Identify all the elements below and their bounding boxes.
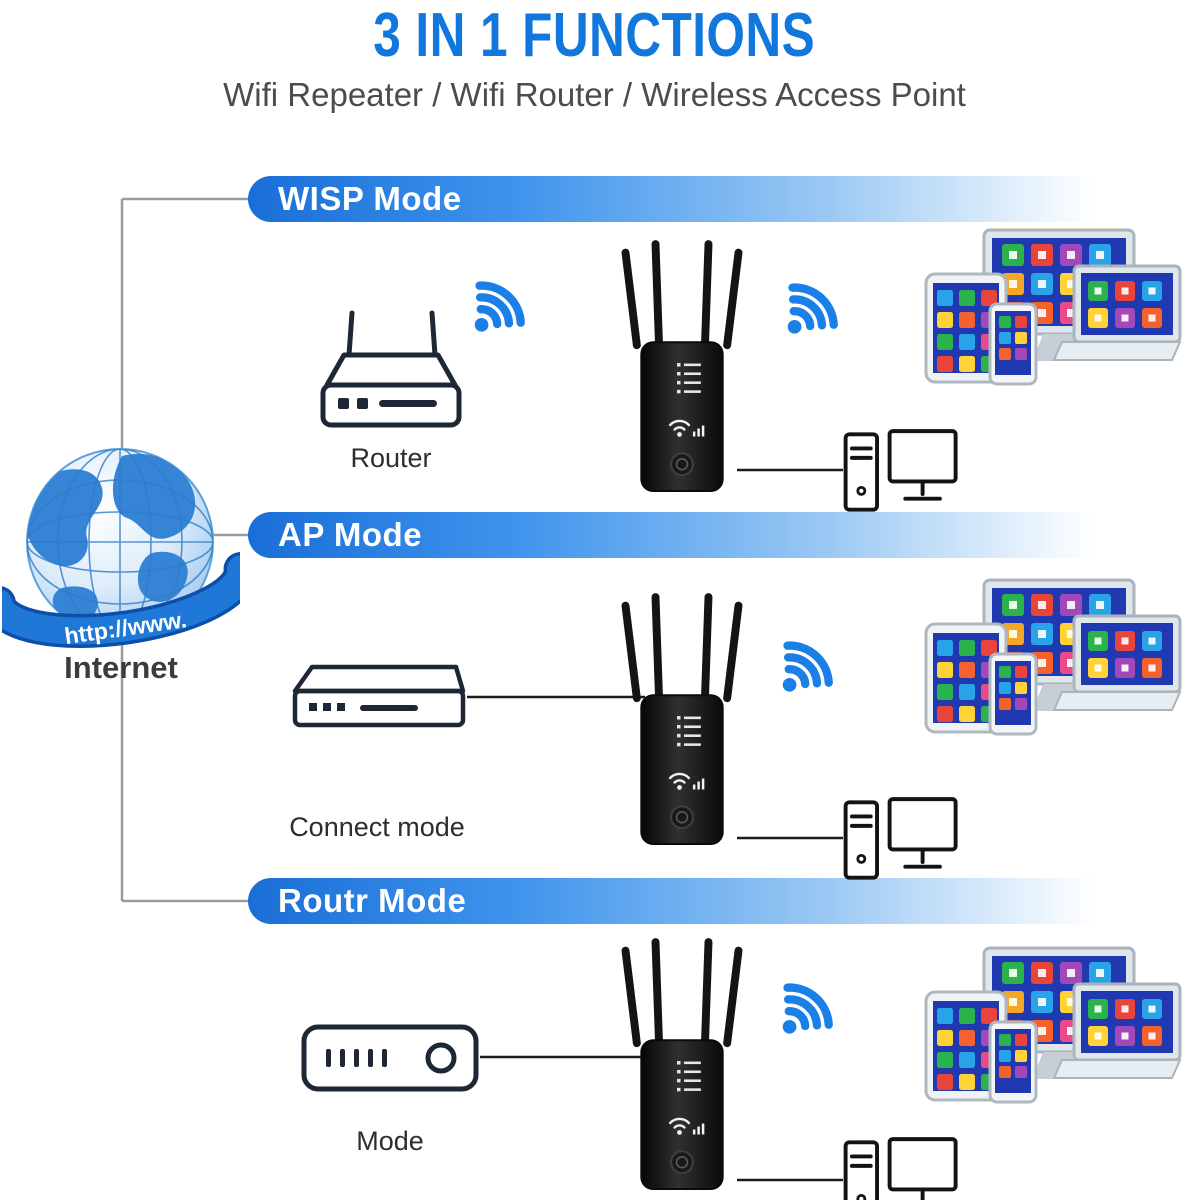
connect-mode-label: Connect mode <box>289 812 465 842</box>
page-title: 3 IN 1 FUNCTIONS <box>373 1 816 70</box>
device-cluster <box>922 228 1184 414</box>
desktop-pc-icon <box>840 1136 962 1200</box>
desktop-pc-icon <box>840 796 962 884</box>
mode-bar-routr: Routr Mode <box>248 878 1189 924</box>
repeater-device <box>617 938 747 1196</box>
device-cluster <box>922 578 1184 764</box>
repeater-device <box>617 240 747 498</box>
mode-bar-wisp: WISP Mode <box>248 176 1189 222</box>
device-cluster <box>922 946 1184 1132</box>
repeater-device <box>617 593 747 851</box>
modem-icon <box>300 1022 480 1094</box>
internet-globe: http://www. <box>2 448 240 649</box>
wifi-signal-icon <box>760 252 858 350</box>
switch-icon <box>282 660 467 734</box>
mode-bar-label: AP Mode <box>278 516 423 553</box>
router-icon <box>316 303 466 438</box>
mode-bar-ap: AP Mode <box>248 512 1189 558</box>
wifi-signal-icon <box>755 952 853 1050</box>
wifi-signal-icon <box>447 250 545 348</box>
mode-bar-label: WISP Mode <box>278 180 462 217</box>
wifi-signal-icon <box>755 610 853 708</box>
mode-label: Mode <box>356 1126 424 1156</box>
internet-label: Internet <box>64 650 178 685</box>
page-subtitle: Wifi Repeater / Wifi Router / Wireless A… <box>223 76 966 113</box>
mode-bar-label: Routr Mode <box>278 882 467 919</box>
desktop-pc-icon <box>840 428 962 516</box>
router-label: Router <box>350 443 432 473</box>
